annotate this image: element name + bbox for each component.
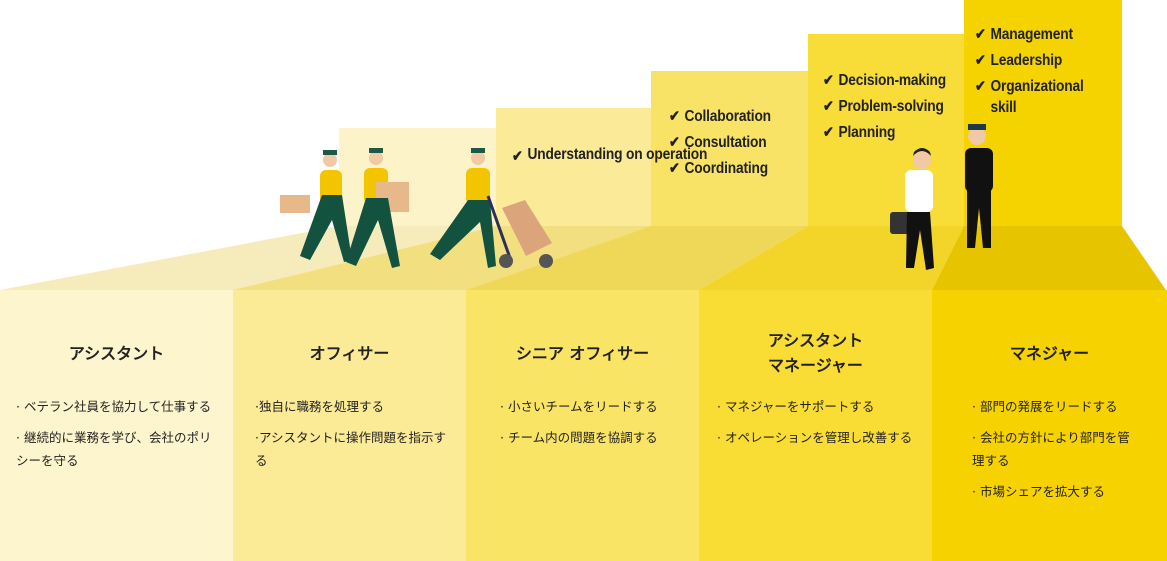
check-icon: ✔ — [823, 98, 834, 115]
check-icon: ✔ — [975, 52, 986, 69]
step-wall-3 — [651, 71, 809, 228]
skills-level-1: ✔Understanding on operation — [512, 144, 707, 170]
column-title: マネジャー — [1009, 344, 1090, 363]
workers-illustration — [280, 148, 553, 268]
column-assistant-manager: アシスタント マネージャー · マネジャーをサポートする · オペレーションを管… — [699, 290, 932, 561]
skill-item: ✔Organizational skill — [975, 74, 1085, 118]
column-bullets: ·独自に職務を処理する ·アシスタントに操作問題を指示する — [255, 395, 456, 480]
bullet: ·独自に職務を処理する — [255, 399, 384, 414]
skill-item: ✔Collaboration — [669, 104, 771, 130]
step-floor-4 — [699, 226, 964, 290]
bullet: · ベテラン社員を協力して仕事する — [16, 399, 212, 414]
column-bullets: · マネジャーをサポートする · オペレーションを管理し改善する — [717, 395, 922, 457]
check-icon: ✔ — [669, 160, 680, 177]
column-officer: オフィサー ·独自に職務を処理する ·アシスタントに操作問題を指示する — [233, 290, 466, 561]
bullet: · 部門の発展をリードする — [972, 399, 1118, 414]
step-floor-1 — [0, 226, 496, 290]
check-icon: ✔ — [823, 124, 834, 141]
check-icon: ✔ — [975, 78, 986, 95]
bullet: ·アシスタントに操作問題を指示する — [255, 430, 446, 468]
check-icon: ✔ — [669, 108, 680, 125]
skills-level-4: ✔Management ✔Leadership ✔Organizational … — [975, 22, 1085, 118]
column-bullets: · 部門の発展をリードする · 会社の方針により部門を管理する · 市場シェアを… — [972, 395, 1137, 511]
skill-item: ✔Leadership — [975, 48, 1085, 74]
bullet: · 市場シェアを拡大する — [972, 484, 1105, 499]
skill-item: ✔Problem-solving — [823, 94, 946, 120]
column-title: オフィサー — [309, 344, 390, 363]
column-title: シニア オフィサー — [515, 344, 650, 363]
skills-level-3: ✔Decision-making ✔Problem-solving ✔Plann… — [823, 68, 946, 146]
step-wall-4 — [808, 34, 965, 228]
bullet: · チーム内の問題を協調する — [500, 430, 658, 445]
bullet: · 会社の方針により部門を管理する — [972, 430, 1130, 468]
column-senior-officer: シニア オフィサー · 小さいチームをリードする · チーム内の問題を協調する — [466, 290, 699, 561]
skill-item: ✔Management — [975, 22, 1085, 48]
skills-level-2: ✔Collaboration ✔Consultation ✔Coordinati… — [669, 104, 771, 182]
bullet: · マネジャーをサポートする — [717, 399, 875, 414]
bullet: · 継続的に業務を学び、会社のポリシーを守る — [16, 430, 212, 468]
check-icon: ✔ — [512, 148, 523, 165]
check-icon: ✔ — [669, 134, 680, 151]
column-bullets: · ベテラン社員を協力して仕事する · 継続的に業務を学び、会社のポリシーを守る — [16, 395, 223, 480]
column-title: アシスタント — [68, 344, 165, 363]
check-icon: ✔ — [975, 26, 986, 43]
column-title: アシスタント マネージャー — [767, 331, 864, 375]
skill-item: ✔Decision-making — [823, 68, 946, 94]
skill-item: ✔Consultation — [669, 130, 771, 156]
column-manager: マネジャー · 部門の発展をリードする · 会社の方針により部門を管理する · … — [932, 290, 1167, 561]
bullet: · オペレーションを管理し改善する — [717, 430, 913, 445]
check-icon: ✔ — [823, 72, 834, 89]
skill-item: ✔Planning — [823, 120, 946, 146]
bullet: · 小さいチームをリードする — [500, 399, 658, 414]
column-assistant: アシスタント · ベテラン社員を協力して仕事する · 継続的に業務を学び、会社の… — [0, 290, 233, 561]
handshake-illustration — [890, 124, 993, 270]
step-floor-3 — [466, 226, 808, 290]
skill-item: ✔Understanding on operation — [512, 144, 707, 170]
column-bullets: · 小さいチームをリードする · チーム内の問題を協調する — [500, 395, 689, 457]
skill-item: ✔Coordinating — [669, 156, 771, 182]
